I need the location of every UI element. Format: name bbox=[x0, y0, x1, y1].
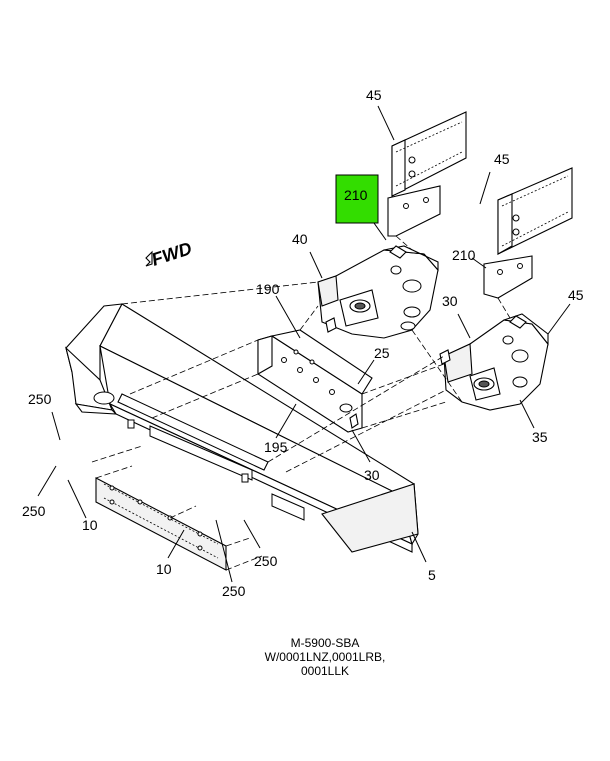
fwd-arrow-icon bbox=[145, 250, 153, 267]
bumper-bracket-right bbox=[443, 313, 549, 411]
caption-line-2: W/0001LNZ,0001LRB, bbox=[264, 650, 386, 664]
front-bumper bbox=[65, 303, 419, 553]
callout-30-upper: 30 bbox=[442, 293, 458, 309]
callout-40: 40 bbox=[292, 231, 308, 247]
highlight-box bbox=[335, 174, 379, 224]
caption-line-3: 0001LLK bbox=[300, 664, 350, 678]
callout-10-left: 10 bbox=[82, 517, 98, 533]
callout-45-mid: 45 bbox=[494, 151, 510, 167]
callout-10-bottom: 10 bbox=[156, 561, 172, 577]
callout-35: 35 bbox=[532, 429, 548, 445]
assembly-lines bbox=[91, 235, 511, 571]
callout-25: 25 bbox=[374, 345, 390, 361]
caption-line-1: M-5900-SBA bbox=[290, 636, 360, 650]
drawing-caption: M-5900-SBA W/0001LNZ,0001LRB, 0001LLK bbox=[205, 636, 445, 678]
cross-member bbox=[257, 329, 373, 433]
callout-250-left: 250 bbox=[28, 391, 52, 407]
callout-5: 5 bbox=[428, 567, 436, 583]
leader-lines bbox=[37, 105, 571, 583]
callout-30-lower: 30 bbox=[364, 467, 380, 483]
bolts bbox=[325, 317, 451, 429]
callout-250-lowerleft: 250 bbox=[22, 503, 46, 519]
bumper-bracket-left bbox=[317, 245, 439, 339]
callout-190: 190 bbox=[256, 281, 280, 297]
frame-rail-right bbox=[483, 167, 573, 299]
frame-rail-left bbox=[387, 111, 467, 237]
callout-210-right: 210 bbox=[452, 247, 476, 263]
callout-45-right: 45 bbox=[568, 287, 584, 303]
callout-45-top: 45 bbox=[366, 87, 382, 103]
callout-250-center: 250 bbox=[254, 553, 278, 569]
callout-250-bottom: 250 bbox=[222, 583, 246, 599]
fwd-label: FWD bbox=[149, 238, 194, 270]
callout-210-highlight: 210 bbox=[344, 187, 368, 203]
callout-195: 195 bbox=[264, 439, 288, 455]
fwd-indicator: FWD bbox=[145, 238, 194, 270]
filler-plate bbox=[95, 477, 227, 571]
